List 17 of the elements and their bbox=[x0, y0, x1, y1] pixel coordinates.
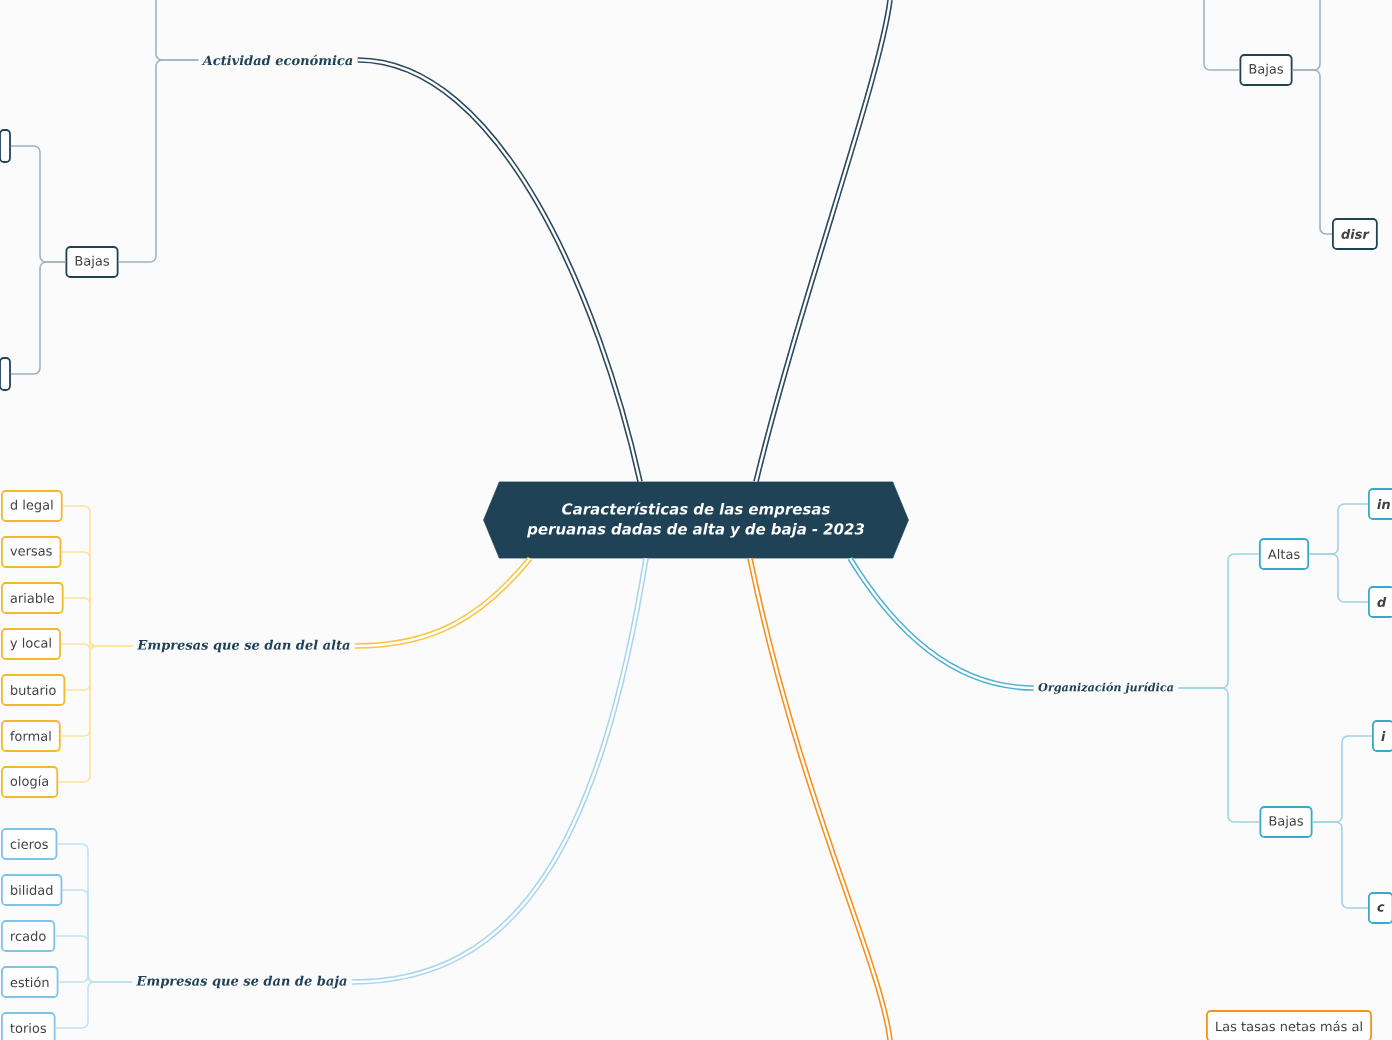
connector-line bbox=[54, 981, 133, 1029]
topic-box bbox=[0, 357, 11, 391]
branch-curve bbox=[354, 556, 533, 649]
branch-curve bbox=[357, 57, 643, 483]
connector-line bbox=[1311, 821, 1369, 909]
topic-box bbox=[0, 129, 11, 163]
connector-line bbox=[1177, 687, 1261, 823]
connector-line bbox=[1308, 553, 1369, 603]
branch-curve bbox=[351, 557, 649, 985]
branch-curve bbox=[753, 0, 893, 483]
connector-line bbox=[1203, 0, 1241, 71]
connector-line bbox=[57, 645, 134, 783]
connector-line bbox=[155, 0, 200, 61]
branch-curve bbox=[847, 556, 1034, 691]
connector-line bbox=[1291, 0, 1321, 71]
connector-line bbox=[10, 261, 67, 375]
branch-curve bbox=[747, 557, 893, 1040]
